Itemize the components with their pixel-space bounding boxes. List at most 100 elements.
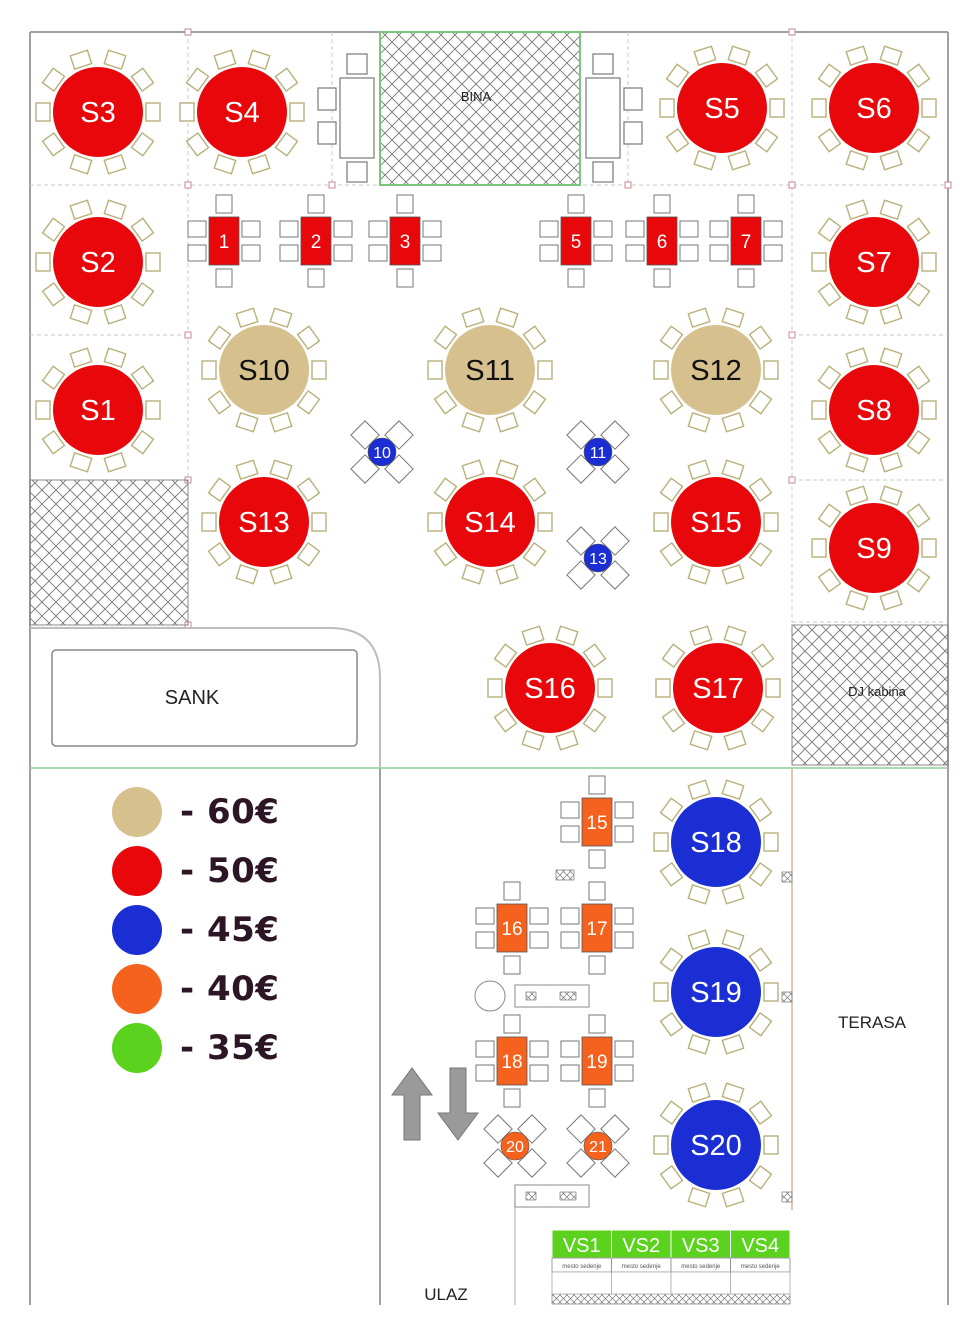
table-label: 18	[501, 1052, 522, 1073]
round-table-s1[interactable]: S1	[35, 347, 161, 473]
chair	[560, 1064, 580, 1082]
small-table-15[interactable]: 15	[560, 775, 634, 869]
chair	[879, 589, 903, 611]
chair	[274, 67, 299, 93]
table-label: S13	[238, 507, 290, 539]
chair	[130, 217, 155, 243]
chair	[493, 707, 518, 733]
small-table-17[interactable]: 17	[560, 881, 634, 975]
small-table-19[interactable]: 19	[560, 1014, 634, 1108]
round-table-s5[interactable]: S5	[659, 45, 785, 171]
table-top	[219, 325, 309, 415]
round-table-s11[interactable]: S11	[427, 307, 553, 433]
table-label: S10	[238, 355, 290, 387]
chair	[597, 678, 613, 698]
round-table-s18[interactable]: S18	[653, 779, 779, 905]
round-table-s4[interactable]: S4	[179, 49, 305, 175]
round-table-s10[interactable]: S10	[201, 307, 327, 433]
chair	[845, 347, 869, 369]
chair	[555, 625, 579, 647]
round-table-s9[interactable]: S9	[811, 485, 937, 611]
round-table-s15[interactable]: S15	[653, 459, 779, 585]
small-table-18[interactable]: 18	[475, 1014, 549, 1108]
round-table-s16[interactable]: S16	[487, 625, 613, 751]
chair	[503, 881, 521, 901]
chair	[333, 244, 353, 262]
chair	[754, 127, 779, 153]
chair	[687, 411, 711, 433]
table-top	[581, 1036, 613, 1086]
round-table-s2[interactable]: S2	[35, 199, 161, 325]
chair	[653, 982, 669, 1002]
small-table-6[interactable]: 6	[625, 194, 699, 288]
small-table-5[interactable]: 5	[539, 194, 613, 288]
chair	[748, 861, 773, 887]
table-label: 11	[590, 445, 607, 462]
round-table-s20[interactable]: S20	[653, 1082, 779, 1208]
chair	[274, 131, 299, 157]
chair	[721, 929, 745, 951]
entrance-label: ULAZ	[424, 1285, 467, 1304]
chair	[817, 567, 842, 593]
legend-row: - 35€	[112, 1018, 279, 1077]
small-table-1[interactable]: 1	[187, 194, 261, 288]
round-table-s12[interactable]: S12	[653, 307, 779, 433]
chair	[461, 307, 485, 329]
small-table-2[interactable]: 2	[279, 194, 353, 288]
cross-table-11[interactable]: 11	[566, 420, 630, 484]
chair	[721, 307, 745, 329]
chair	[845, 149, 869, 171]
chair	[653, 268, 671, 288]
table-label: 16	[501, 919, 522, 940]
table-label: 17	[586, 919, 607, 940]
chair	[427, 360, 443, 380]
small-table-3[interactable]: 3	[368, 194, 442, 288]
cross-table-13[interactable]: 13	[566, 526, 630, 590]
chair	[103, 451, 127, 473]
chair	[614, 931, 634, 949]
entrance-arrows	[391, 1067, 479, 1141]
chair	[721, 779, 745, 801]
legend-price: - 45€	[180, 909, 280, 950]
cross-table-21[interactable]: 21	[566, 1114, 630, 1178]
round-table-s3[interactable]: S3	[35, 49, 161, 175]
chair	[422, 220, 442, 238]
chair	[201, 360, 217, 380]
chair	[921, 252, 937, 272]
chair	[103, 49, 127, 71]
small-table-16[interactable]: 16	[475, 881, 549, 975]
chair	[187, 244, 207, 262]
chair	[614, 1040, 634, 1058]
chair	[811, 400, 827, 420]
round-table-s19[interactable]: S19	[653, 929, 779, 1055]
round-table-s17[interactable]: S17	[655, 625, 781, 751]
chair	[845, 199, 869, 221]
chair	[185, 67, 210, 93]
table-label: 21	[589, 1139, 607, 1156]
round-table-s14[interactable]: S14	[427, 459, 553, 585]
round-table-s13[interactable]: S13	[201, 459, 327, 585]
chair	[130, 365, 155, 391]
small-table-7[interactable]: 7	[709, 194, 783, 288]
table-label: 1	[219, 232, 230, 253]
cross-table-20[interactable]: 20	[483, 1114, 547, 1178]
chair	[845, 45, 869, 67]
table-top	[53, 217, 143, 307]
table-top	[671, 1100, 761, 1190]
chair	[727, 149, 751, 171]
chair	[750, 643, 775, 669]
cross-table-10[interactable]: 10	[350, 420, 414, 484]
chair	[689, 729, 713, 751]
chair	[269, 411, 293, 433]
round-table-s6[interactable]: S6	[811, 45, 937, 171]
round-table-s8[interactable]: S8	[811, 347, 937, 473]
round-table-s7[interactable]: S7	[811, 199, 937, 325]
chair	[495, 411, 519, 433]
legend-swatch	[112, 963, 162, 1014]
chair	[817, 503, 842, 529]
legend-price: - 35€	[180, 1027, 280, 1068]
